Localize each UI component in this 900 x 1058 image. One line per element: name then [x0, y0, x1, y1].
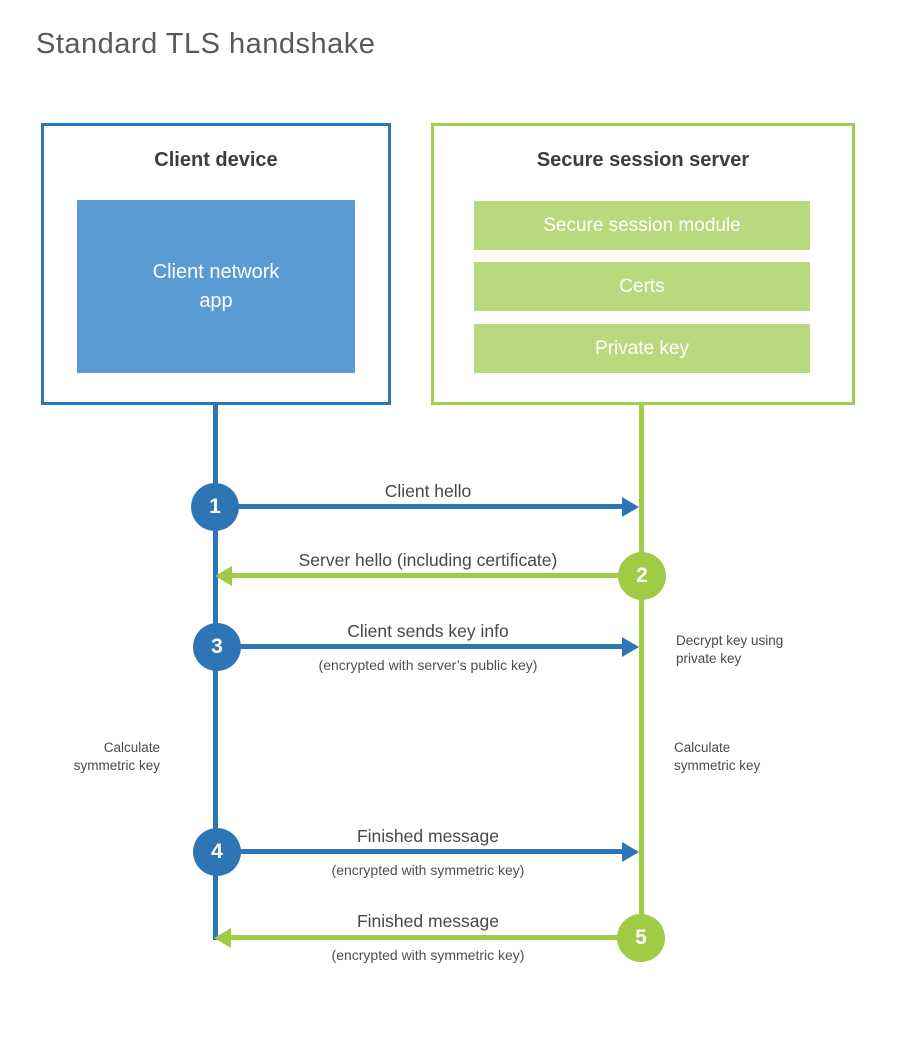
step3-circle: 3 [193, 623, 241, 671]
secure-session-server-box: Secure session server Secure session mod… [431, 123, 855, 405]
server-lifeline [639, 405, 644, 938]
step2-arrow-shaft [230, 573, 641, 578]
step5-sublabel: (encrypted with symmetric key) [331, 947, 525, 963]
step4-sublabel: (encrypted with symmetric key) [331, 862, 525, 878]
server-module-secure-session: Secure session module [474, 201, 810, 250]
step1-circle: 1 [191, 483, 239, 531]
step1-arrow-shaft [215, 504, 623, 509]
note-calculate-symmetric-key-server: Calculate symmetric key [674, 740, 761, 773]
arrowhead-left-icon [214, 928, 231, 948]
step3-arrow-shaft [217, 644, 623, 649]
server-module-certs: Certs [474, 262, 810, 311]
step3-label: Client sends key info [347, 621, 509, 641]
step2-circle: 2 [618, 552, 666, 600]
step4-label: Finished message [356, 826, 500, 846]
note-calculate-symmetric-key-client: Calculate symmetric key [73, 740, 160, 773]
note-decrypt-key: Decrypt key using private key [676, 633, 784, 666]
arrowhead-right-icon [622, 842, 639, 862]
arrowhead-left-icon [215, 566, 232, 586]
arrowhead-right-icon [622, 497, 639, 517]
secure-session-server-title: Secure session server [536, 149, 750, 171]
step5-arrow-shaft [230, 935, 639, 940]
page-title: Standard TLS handshake [36, 28, 376, 60]
server-module-private-key: Private key [474, 324, 810, 373]
step4-arrow-shaft [217, 849, 623, 854]
arrowhead-right-icon [622, 637, 639, 657]
step5-label: Finished message [356, 911, 500, 931]
step4-circle: 4 [193, 828, 241, 876]
step1-label: Client hello [384, 481, 472, 501]
step2-label: Server hello (including certificate) [298, 550, 558, 570]
client-lifeline [213, 405, 218, 940]
client-device-box: Client device Client network app [41, 123, 391, 405]
step5-circle: 5 [617, 914, 665, 962]
client-network-app-block: Client network app [77, 200, 355, 373]
client-device-title: Client device [154, 149, 278, 171]
step3-sublabel: (encrypted with server’s public key) [318, 657, 538, 673]
